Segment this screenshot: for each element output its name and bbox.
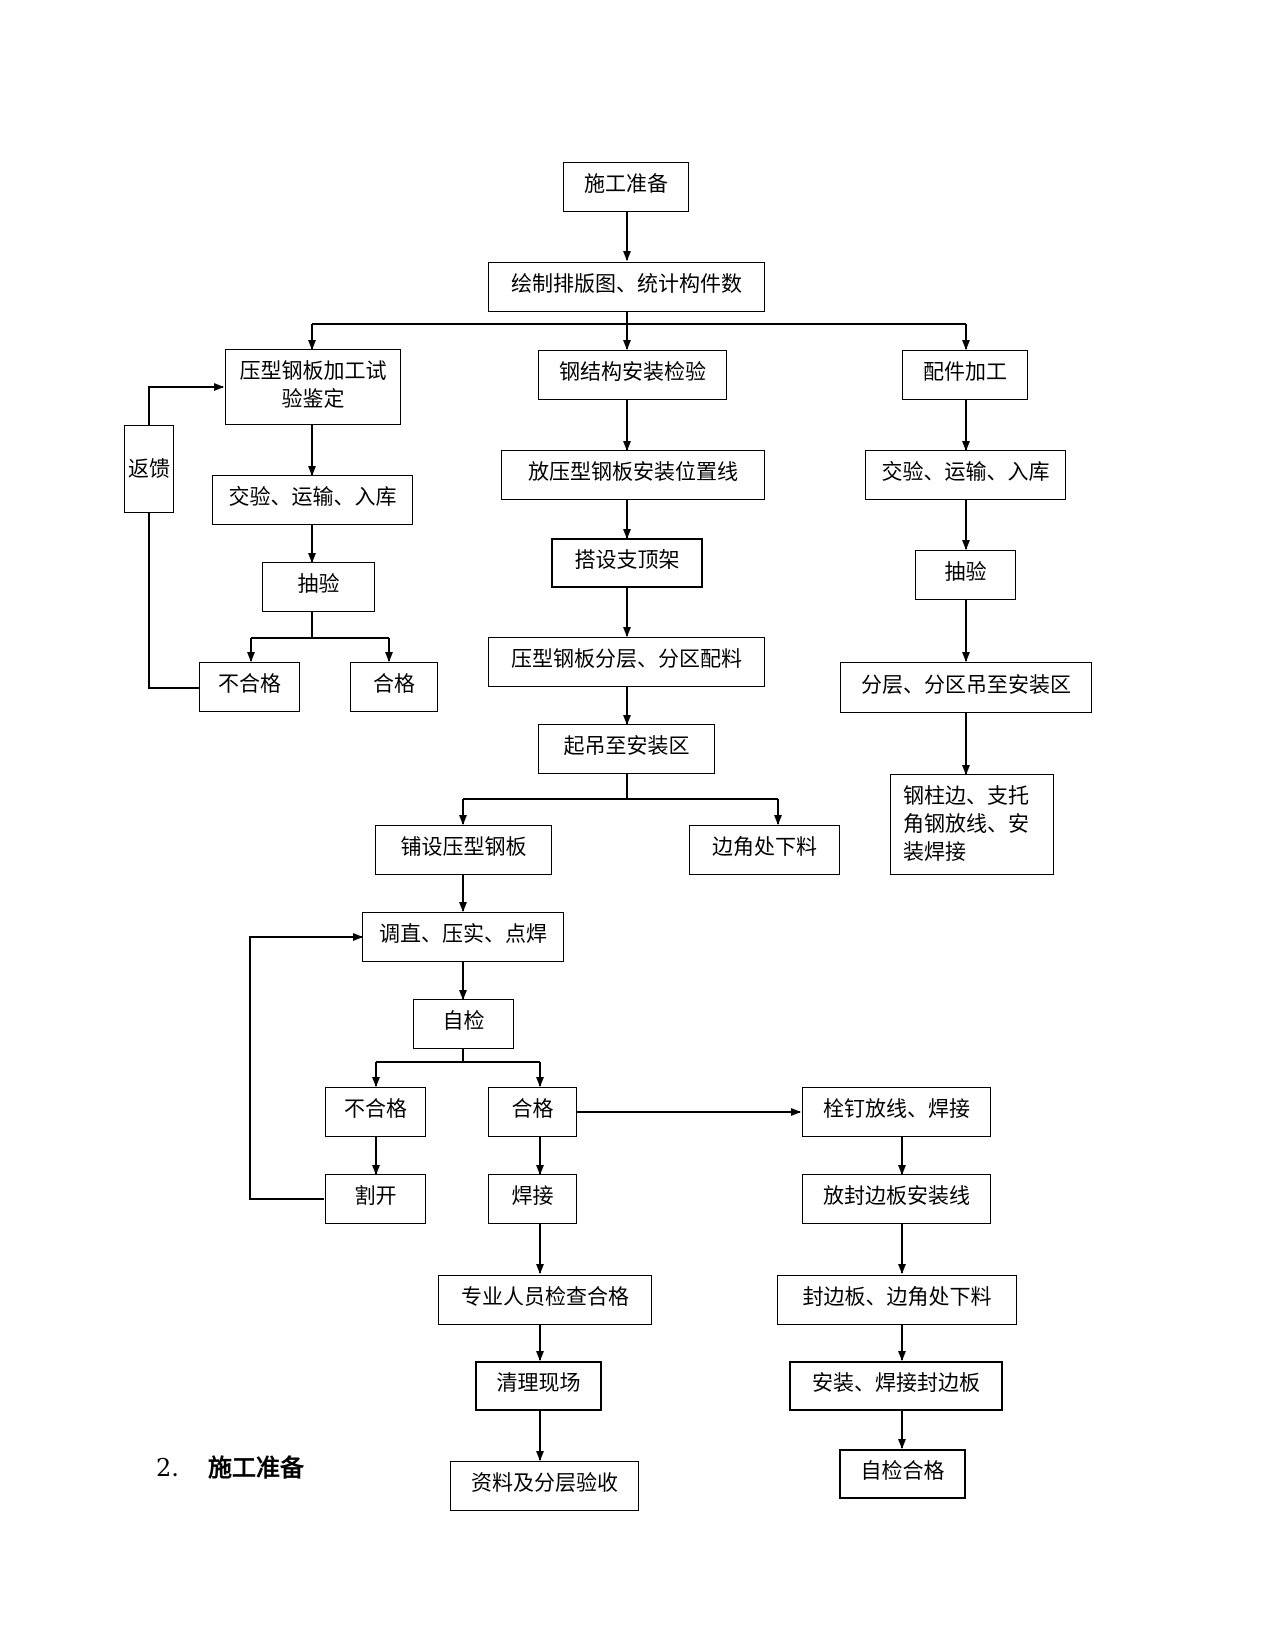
node-right-sample: 抽验: [915, 550, 1016, 600]
section-heading: 2. 施工准备: [156, 1448, 304, 1483]
feedback-loop-upper: [148, 383, 224, 425]
node-start: 施工准备: [563, 162, 689, 212]
node-pass: 合格: [488, 1087, 577, 1137]
feedback-loop-lower: [148, 513, 199, 689]
node-right-lift: 分层、分区吊至安装区: [840, 662, 1092, 713]
node-steel-check: 钢结构安装检验: [538, 350, 727, 400]
node-inspect: 专业人员检查合格: [438, 1275, 652, 1325]
node-lay: 铺设压型钢板: [375, 825, 552, 875]
node-deck-test: 压型钢板加工试验鉴定: [225, 349, 401, 425]
node-support: 搭设支顶架: [551, 538, 703, 588]
node-weld: 焊接: [488, 1174, 577, 1224]
node-left-accept: 交验、运输、入库: [212, 475, 413, 525]
node-edge-line: 放封边板安装线: [802, 1174, 991, 1224]
node-left-pass: 合格: [350, 662, 438, 712]
node-accessory: 配件加工: [902, 350, 1028, 400]
node-stud: 栓钉放线、焊接: [802, 1087, 991, 1137]
node-corner-cut: 边角处下料: [689, 825, 840, 875]
node-edge-cut: 封边板、边角处下料: [777, 1275, 1017, 1325]
node-fail: 不合格: [325, 1087, 426, 1137]
section-number: 2.: [156, 1454, 179, 1482]
node-self-check: 自检: [413, 999, 514, 1049]
node-final-check: 自检合格: [839, 1449, 966, 1499]
node-feedback: 返馈: [124, 425, 174, 513]
node-align: 调直、压实、点焊: [362, 912, 564, 962]
node-cut: 割开: [325, 1174, 426, 1224]
node-install-edge: 安装、焊接封边板: [789, 1361, 1003, 1411]
node-clean: 清理现场: [475, 1361, 602, 1411]
node-right-accept: 交验、运输、入库: [865, 450, 1066, 500]
node-column-edge: 钢柱边、支托角钢放线、安装焊接: [890, 774, 1054, 875]
node-layout-line: 放压型钢板安装位置线: [501, 450, 765, 500]
node-records: 资料及分层验收: [450, 1461, 639, 1511]
node-left-fail: 不合格: [199, 662, 300, 712]
node-drawing: 绘制排版图、统计构件数: [488, 262, 765, 312]
node-left-sample: 抽验: [262, 562, 375, 612]
node-lift: 起吊至安装区: [538, 724, 715, 774]
node-zoning: 压型钢板分层、分区配料: [488, 637, 765, 687]
section-title: 施工准备: [208, 1453, 304, 1482]
cut-loop-back: [249, 933, 363, 1200]
